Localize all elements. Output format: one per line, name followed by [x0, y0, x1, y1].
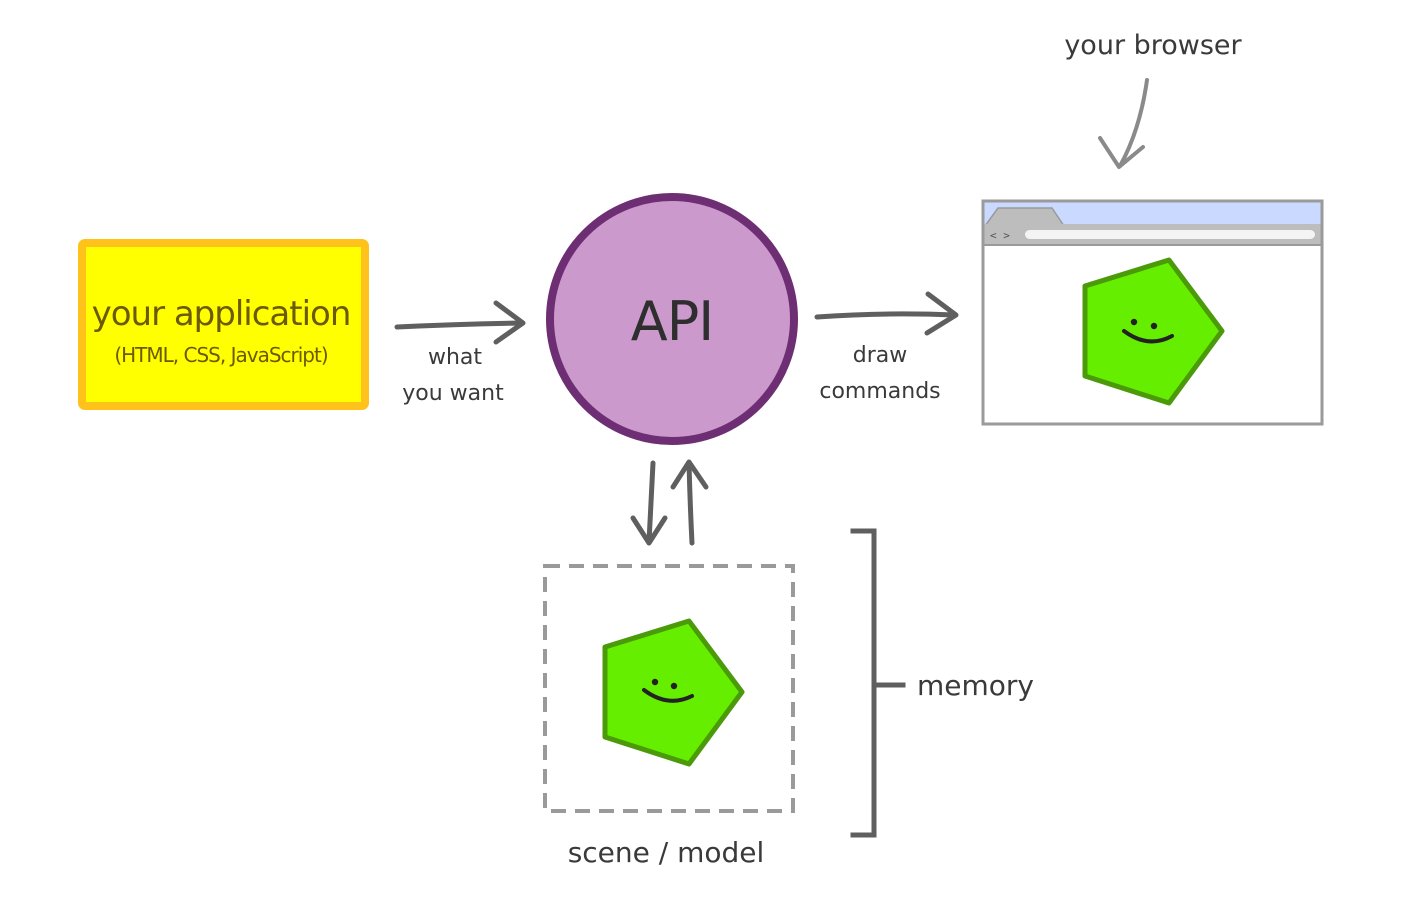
edge-label-draw: draw: [853, 343, 907, 368]
arrow-scene-to-api: [670, 459, 709, 546]
browser-tab-bar: [984, 202, 1321, 225]
arrow-api-to-scene: [630, 460, 668, 546]
browser-smiley-mouth: [1122, 329, 1174, 344]
browser-tab: [983, 207, 1066, 227]
scene-node: scene / model: [543, 564, 795, 869]
browser-smiley-eye-right: [1150, 322, 1158, 330]
browser-pentagon-shape: [1082, 257, 1225, 406]
arrow-api-to-browser: [814, 291, 959, 336]
api-label: API: [631, 290, 713, 353]
edge-label-you-want: you want: [402, 381, 504, 406]
scene-smiley-eye-right: [670, 682, 678, 690]
arrow-application-to-api: [394, 300, 526, 345]
scene-smiley-mouth: [642, 688, 694, 703]
arrow-label-to-browser: [1098, 78, 1149, 169]
browser-address-bar: [1025, 230, 1315, 239]
memory-bracket: [850, 528, 906, 838]
scene-pentagon-shape: [602, 618, 745, 767]
scene-label: scene / model: [568, 836, 765, 869]
scene-smiley-eye-left: [651, 678, 659, 686]
application-subtitle: (HTML, CSS, JavaScript): [114, 343, 327, 367]
browser-smiley-eye-left: [1130, 318, 1138, 326]
scene-smiley-pentagon: [602, 618, 745, 767]
api-circle: [546, 193, 798, 445]
browser-smiley-pentagon: [1082, 257, 1225, 406]
edge-label-what: what: [428, 345, 482, 370]
browser-label: your browser: [1064, 30, 1242, 61]
application-title: your application: [92, 294, 351, 334]
scene-box: [543, 564, 795, 813]
application-node: your application (HTML, CSS, JavaScript): [78, 239, 369, 410]
api-node: API: [546, 193, 798, 445]
memory-label: memory: [917, 669, 1034, 702]
edge-label-commands: commands: [819, 379, 940, 404]
browser-nav-buttons: < >: [990, 229, 1010, 242]
application-box: [78, 239, 369, 410]
browser-window: < >: [981, 199, 1324, 426]
